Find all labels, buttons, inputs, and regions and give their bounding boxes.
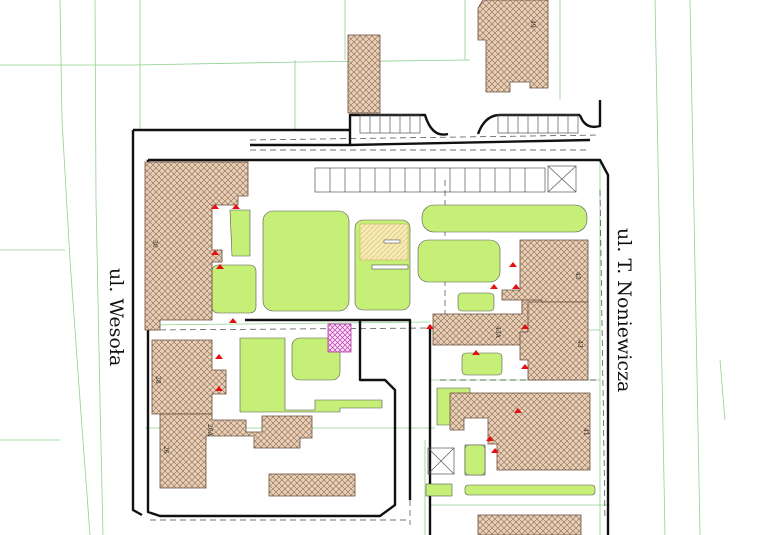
building-28	[151, 339, 227, 415]
building-se	[477, 514, 582, 535]
playground	[359, 223, 409, 270]
house-number-43a: 43A	[494, 326, 501, 339]
house-number-28: 28	[154, 376, 161, 384]
buildings	[144, 0, 591, 535]
building-43	[519, 301, 589, 381]
house-number-41: 41	[582, 428, 589, 436]
building-south	[268, 473, 356, 497]
building-49	[477, 0, 549, 93]
house-number-30: 30	[151, 240, 158, 248]
house-number-45: 45	[574, 272, 581, 280]
building-41	[449, 392, 591, 471]
house-number-49: 49	[529, 20, 536, 28]
house-numbers: 49 30 28 26A 26 45 43A 43 41	[151, 20, 589, 454]
street-label-noniewicza: ul. T. Noniewicza	[613, 228, 635, 392]
building-nw	[347, 34, 381, 114]
entrance-arrows	[211, 204, 529, 453]
street-label-wesola: ul. Wesoła	[105, 268, 127, 366]
building-30	[144, 161, 249, 331]
building-43a	[432, 299, 543, 346]
road-kerbs	[131, 100, 610, 535]
house-number-26a: 26A	[206, 424, 213, 437]
planned-object	[327, 323, 352, 353]
house-number-26: 26	[162, 446, 169, 454]
building-26a-26	[159, 413, 313, 489]
house-number-43: 43	[576, 340, 583, 348]
